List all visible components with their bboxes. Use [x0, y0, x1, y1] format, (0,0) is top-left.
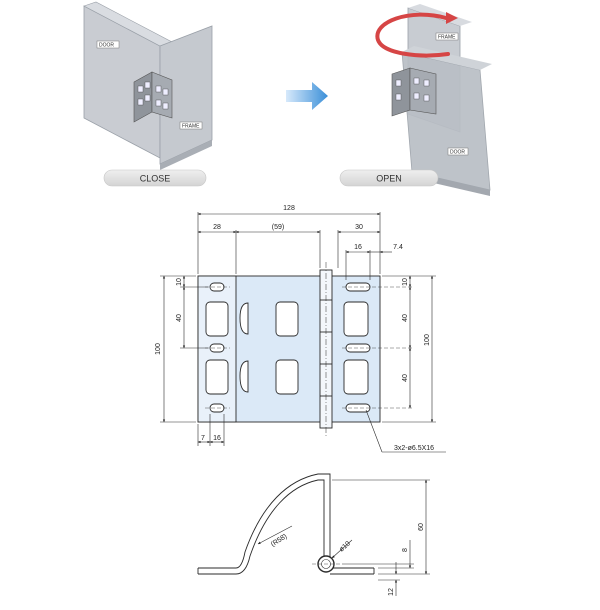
dim-bottom-span: 16 [213, 435, 221, 442]
dim-thickness: 12 [388, 588, 395, 596]
open-hinge [391, 67, 437, 117]
svg-text:DOOR: DOOR [99, 43, 114, 49]
dim-right-height: 100 [424, 334, 431, 346]
dim-right-pitch-2: 40 [402, 374, 409, 382]
right-arrow-icon [286, 82, 328, 110]
front-view-dimensions: 128 28 (59) 30 16 7.4 100 10 40 100 10 4… [155, 205, 434, 452]
closed-state-illustration: DOOR FRAME CLOSE [83, 1, 213, 187]
closed-frame-tag: FRAME [179, 121, 203, 130]
close-caption-pill: CLOSE [103, 169, 207, 187]
open-caption-pill: OPEN [339, 169, 439, 187]
dim-left-pitch: 40 [176, 314, 183, 322]
dim-overall-width: 128 [283, 205, 295, 212]
closed-door-tag: DOOR [96, 40, 120, 49]
open-frame-tag: FRAME [435, 32, 459, 41]
dim-bottom-offset: 7 [201, 435, 205, 442]
right-mounting-slots [342, 282, 412, 413]
svg-text:FRAME: FRAME [182, 124, 200, 130]
dim-slot-offset: 7.4 [393, 244, 403, 251]
dim-right-pitch-1: 40 [402, 314, 409, 322]
side-view-dimensions: (R58) ø10 60 8 12 [270, 523, 425, 596]
dim-right-wing: 30 [355, 224, 363, 231]
dim-side-height: 60 [418, 523, 425, 531]
open-state-illustration: FRAME DOOR OPEN [339, 4, 492, 196]
slot-callout: 3x2-ø6.5X16 [394, 445, 434, 452]
dim-slot-span: 16 [354, 244, 362, 251]
dim-radius: (R58) [270, 533, 289, 548]
dim-left-top: 10 [176, 278, 183, 286]
side-view-drawing [197, 473, 430, 596]
dim-middle-span: (59) [272, 224, 284, 231]
front-view-drawing [160, 212, 446, 453]
dim-right-top: 10 [402, 278, 409, 286]
rotation-arrow-icon [375, 12, 458, 58]
svg-text:FRAME: FRAME [438, 35, 456, 41]
dim-pin-offset: 8 [402, 548, 409, 552]
open-door-tag: DOOR [447, 147, 469, 156]
svg-text:CLOSE: CLOSE [140, 174, 171, 184]
svg-text:OPEN: OPEN [376, 174, 402, 184]
dim-left-wing: 28 [213, 224, 221, 231]
hinge-knuckle [319, 269, 333, 429]
svg-text:DOOR: DOOR [450, 150, 465, 156]
left-mounting-slots [205, 282, 230, 413]
hinge-leaf-profile [235, 479, 325, 575]
closed-hinge [133, 71, 173, 123]
dim-left-height: 100 [155, 343, 162, 355]
